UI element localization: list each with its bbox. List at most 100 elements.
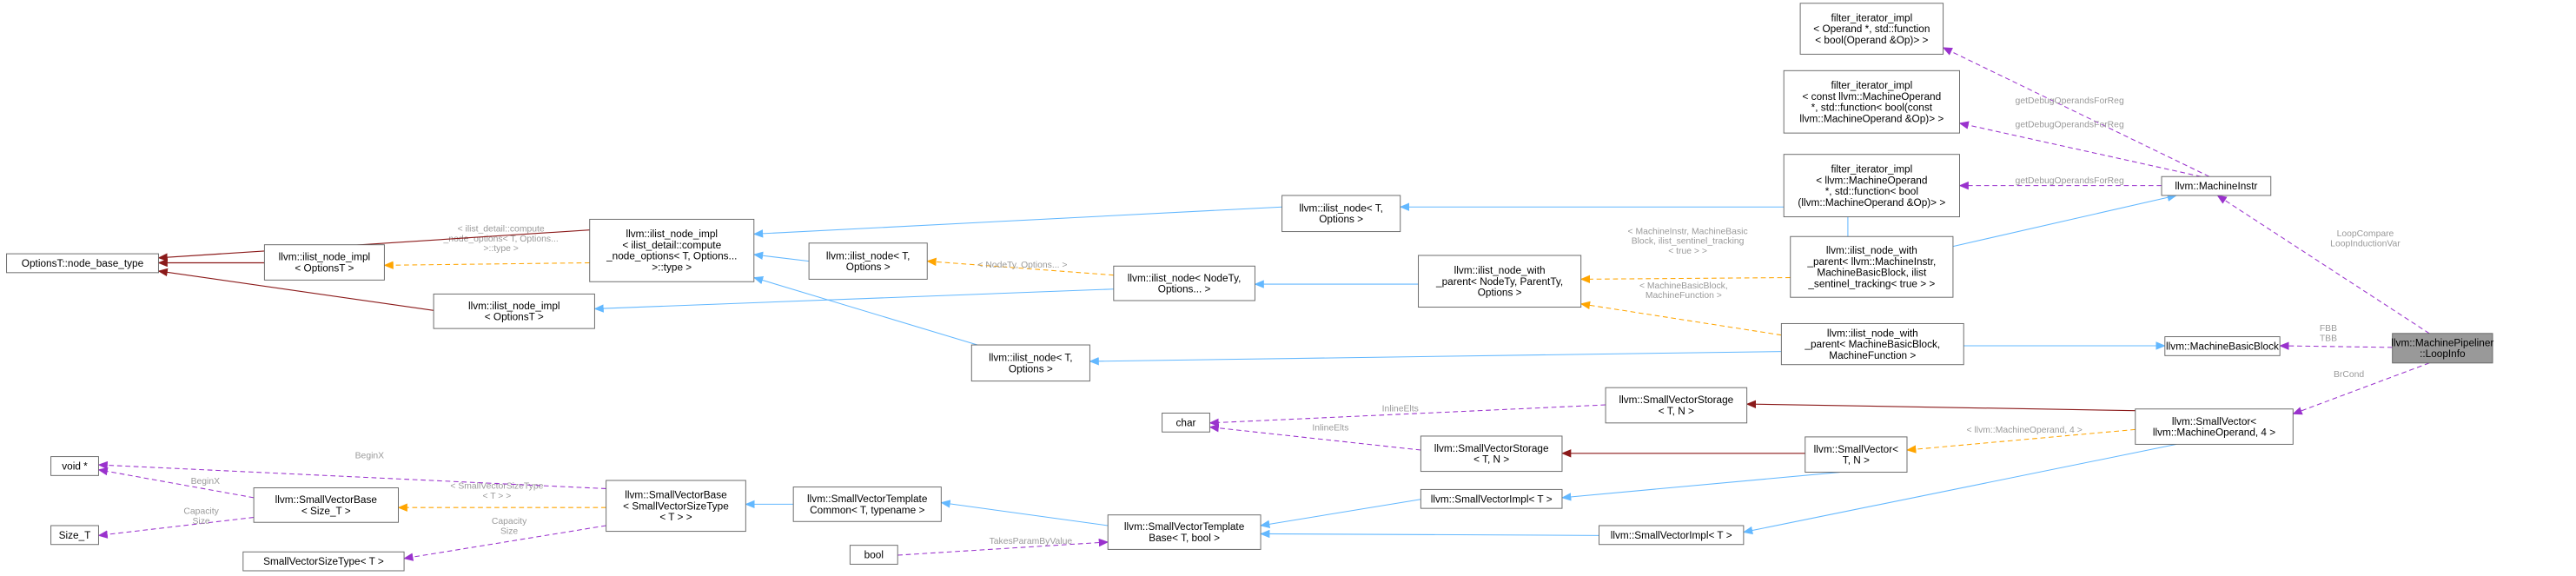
edge-char_to_storage_top: InlineElts [1209, 404, 1606, 427]
class-node-machineinstr[interactable]: llvm::MachineInstr [2161, 175, 2272, 196]
edge-line [752, 251, 810, 262]
edge-nbt_to_impl_main [157, 229, 590, 262]
class-node-ilist_node_impl_opt1[interactable]: llvm::ilist_node_impl< OptionsT > [263, 244, 385, 281]
class-node-size_t[interactable]: Size_T [50, 525, 99, 546]
edge-label: FBB [2320, 324, 2337, 334]
node-box [1420, 435, 1563, 473]
edge-impl_opt1_to_impl_main: < ilist_detail::compute_node_options< T,… [383, 225, 590, 269]
edge-svimpl_mid_to_svtn [1561, 472, 1840, 501]
edge-ilnt_mid_to_ilnn: < NodeTy, Options... > [926, 257, 1114, 276]
class-node-sv_t_n[interactable]: llvm::SmallVector< T, N > [1805, 436, 1908, 473]
node-label-line: _sentinel_tracking< true > > [1807, 277, 1935, 289]
edge-line [1089, 351, 1782, 366]
node-label-line: < Size_T > [301, 505, 351, 517]
class-node-svbase_main[interactable]: llvm::SmallVectorBase< SmallVectorSizeTy… [606, 480, 746, 533]
edge-svmo_to_loopinfo: BrCond [2292, 362, 2430, 415]
edge-line [97, 460, 606, 489]
edge-label: MachineFunction > [1646, 291, 1722, 301]
node-box [1799, 3, 1944, 55]
edge-label: < ilist_detail::compute [458, 225, 545, 235]
edge-fi_mo_to_mi: getDebugOperandsForReg [1958, 176, 2162, 190]
node-label-line: llvm::ilist_node_impl [468, 300, 560, 312]
node-box [242, 551, 405, 572]
edge-label: getDebugOperandsForReg [2016, 121, 2124, 130]
class-node-ilist_node_t_opt_mid[interactable]: llvm::ilist_node< T, Options > [808, 242, 928, 280]
edge-label: TakesParamByValue [990, 537, 1073, 546]
node-box [263, 244, 385, 281]
edge-line [752, 275, 978, 346]
edge-line [593, 288, 1114, 313]
class-node-inwp_mi[interactable]: llvm::ilist_node_with_parent< llvm::Mach… [1790, 235, 1954, 298]
node-label-line: Common< T, typename > [810, 504, 924, 516]
node-label-line: < T, N > [1659, 405, 1694, 417]
edge-label: < T > > [483, 492, 512, 501]
edge-label: getDebugOperandsForReg [2016, 176, 2124, 186]
node-label-line: llvm::SmallVectorImpl< T > [1611, 529, 1732, 541]
class-node-machinebasicblock[interactable]: llvm::MachineBasicBlock [2164, 336, 2281, 356]
node-label-line: _parent< llvm::MachineInstr, [1806, 255, 1936, 268]
class-node-sv_storage_mid[interactable]: llvm::SmallVectorStorage< T, N > [1420, 435, 1563, 473]
class-node-fi_operand[interactable]: filter_iterator_impl< Operand *, std::fu… [1799, 3, 1944, 55]
class-node-svsizetype[interactable]: SmallVectorSizeType< T > [242, 551, 405, 572]
class-node-sv_impl_mid[interactable]: llvm::SmallVectorImpl< T > [1420, 488, 1563, 509]
node-box [1805, 436, 1908, 473]
node-box [2135, 408, 2294, 445]
class-node-svbase_size[interactable]: llvm::SmallVectorBase< Size_T > [253, 487, 399, 523]
class-node-sv_storage_top[interactable]: llvm::SmallVectorStorage< T, N > [1605, 387, 1748, 424]
node-label-line: char [1176, 416, 1196, 428]
edge-line [1399, 202, 1849, 237]
edge-label: < true > > [1668, 247, 1707, 256]
edge-line [940, 500, 1109, 526]
class-node-ilist_node_t_opt_bot[interactable]: llvm::ilist_node< T, Options > [970, 344, 1090, 382]
node-box [808, 242, 928, 280]
edge-line [1745, 400, 2136, 412]
edge-label: >::type > [483, 244, 518, 254]
class-node-fi_const_mo[interactable]: filter_iterator_impl< const llvm::Machin… [1783, 70, 1960, 134]
node-label-line: < Operand *, std::function [1813, 23, 1930, 35]
node-box [1113, 265, 1255, 301]
class-node-ilist_node_t_opt_top[interactable]: llvm::ilist_node< T, Options > [1281, 195, 1401, 233]
edge-void_to_svbase_size: BeginX [97, 467, 255, 499]
edge-label: BrCond [2334, 370, 2364, 380]
class-node-smallvector_mo4[interactable]: llvm::SmallVector<llvm::MachineOperand, … [2135, 408, 2294, 445]
class-node-void_ptr[interactable]: void * [50, 456, 99, 476]
node-label-line: llvm::ilist_node< NodeTy, [1128, 272, 1242, 284]
node-label-line: llvm::MachineInstr [2175, 180, 2257, 192]
edge-label: Size [193, 517, 210, 526]
class-node-inwp_mbb[interactable]: llvm::ilist_node_with_parent< MachineBas… [1780, 322, 1964, 366]
class-node-ilist_node_impl_opt2[interactable]: llvm::ilist_node_impl< OptionsT > [433, 293, 595, 329]
node-label-line: < T, N > [1473, 454, 1509, 466]
node-box [2392, 333, 2493, 364]
node-label-line: llvm::MachineBasicBlock [2166, 341, 2279, 353]
edge-generic_to_inwp_mbb: < MachineBasicBlock, MachineFunction > [1579, 281, 1782, 336]
node-label-line: < ilist_detail::compute [622, 239, 721, 251]
node-label-line: _parent< NodeTy, ParentTy, [1435, 275, 1563, 288]
class-node-inwp_generic[interactable]: llvm::ilist_node_with_parent< NodeTy, Pa… [1418, 255, 1582, 308]
class-node-ilist_node_impl_main[interactable]: llvm::ilist_node_impl< ilist_detail::com… [589, 218, 755, 282]
class-node-node_base_type[interactable]: OptionsT::node_base_type [6, 253, 159, 274]
node-label-line: llvm::ilist_node< T, [1299, 202, 1383, 214]
class-node-sv_impl_bot[interactable]: llvm::SmallVectorImpl< T > [1599, 525, 1745, 546]
node-label-line: llvm::ilist_node_impl [626, 228, 718, 240]
class-node-ilist_node_nodety[interactable]: llvm::ilist_node< NodeTy, Options... > [1113, 265, 1255, 301]
class-node-fi_mo[interactable]: filter_iterator_impl< llvm::MachineOpera… [1783, 154, 1960, 218]
node-label-line: Base< T, bool > [1149, 532, 1220, 544]
node-label-line: llvm::SmallVectorStorage [1619, 394, 1733, 406]
node-label-line: llvm::ilist_node< T, [989, 352, 1073, 364]
node-label-line: Options... > [1158, 283, 1211, 295]
class-node-bool[interactable]: bool [849, 545, 898, 565]
node-label-line: llvm::MachineOperand, 4 > [2153, 427, 2275, 439]
node-label-line: llvm::ilist_node_with [1454, 264, 1546, 276]
edge-label: InlineElts [1382, 405, 1419, 414]
edge-line [2279, 341, 2393, 350]
class-node-char[interactable]: char [1162, 413, 1210, 433]
edge-line [383, 261, 590, 269]
edge-impl_to_ilnt_bot [752, 275, 978, 346]
class-node-loopinfo[interactable]: llvm::MachinePipeliner::LoopInfo [2391, 333, 2493, 364]
